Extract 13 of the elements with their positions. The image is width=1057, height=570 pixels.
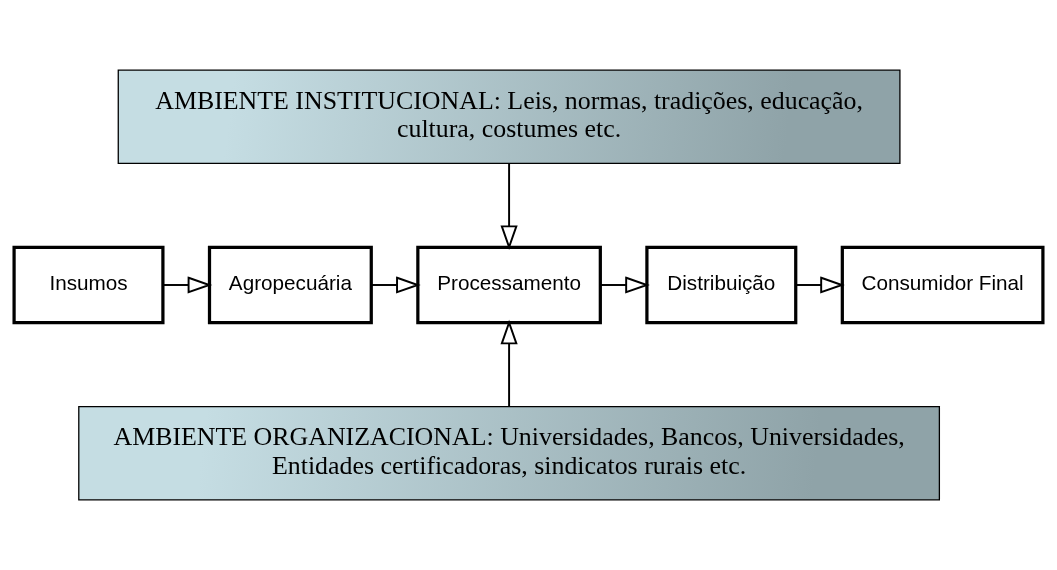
arrow [370, 276, 421, 294]
arrow [162, 276, 213, 294]
node-box: AMBIENTE ORGANIZACIONAL: Universidades, Bancos, Universidades, Entidades certificadoras, sindicatos rurais etc. [78, 406, 941, 501]
arrow [500, 162, 518, 250]
node-box: Agropecuária [207, 245, 373, 325]
arrow [500, 319, 518, 408]
node-box: Consumidor Final [840, 245, 1045, 325]
node-box: Insumos [12, 245, 165, 325]
arrow [599, 276, 650, 294]
node-box: Distribuição [645, 245, 798, 325]
node-box: Processamento [416, 245, 602, 325]
node-box: AMBIENTE INSTITUCIONAL: Leis, normas, tradições, educação, cultura, costumes etc. [117, 69, 901, 164]
arrow [795, 276, 845, 294]
